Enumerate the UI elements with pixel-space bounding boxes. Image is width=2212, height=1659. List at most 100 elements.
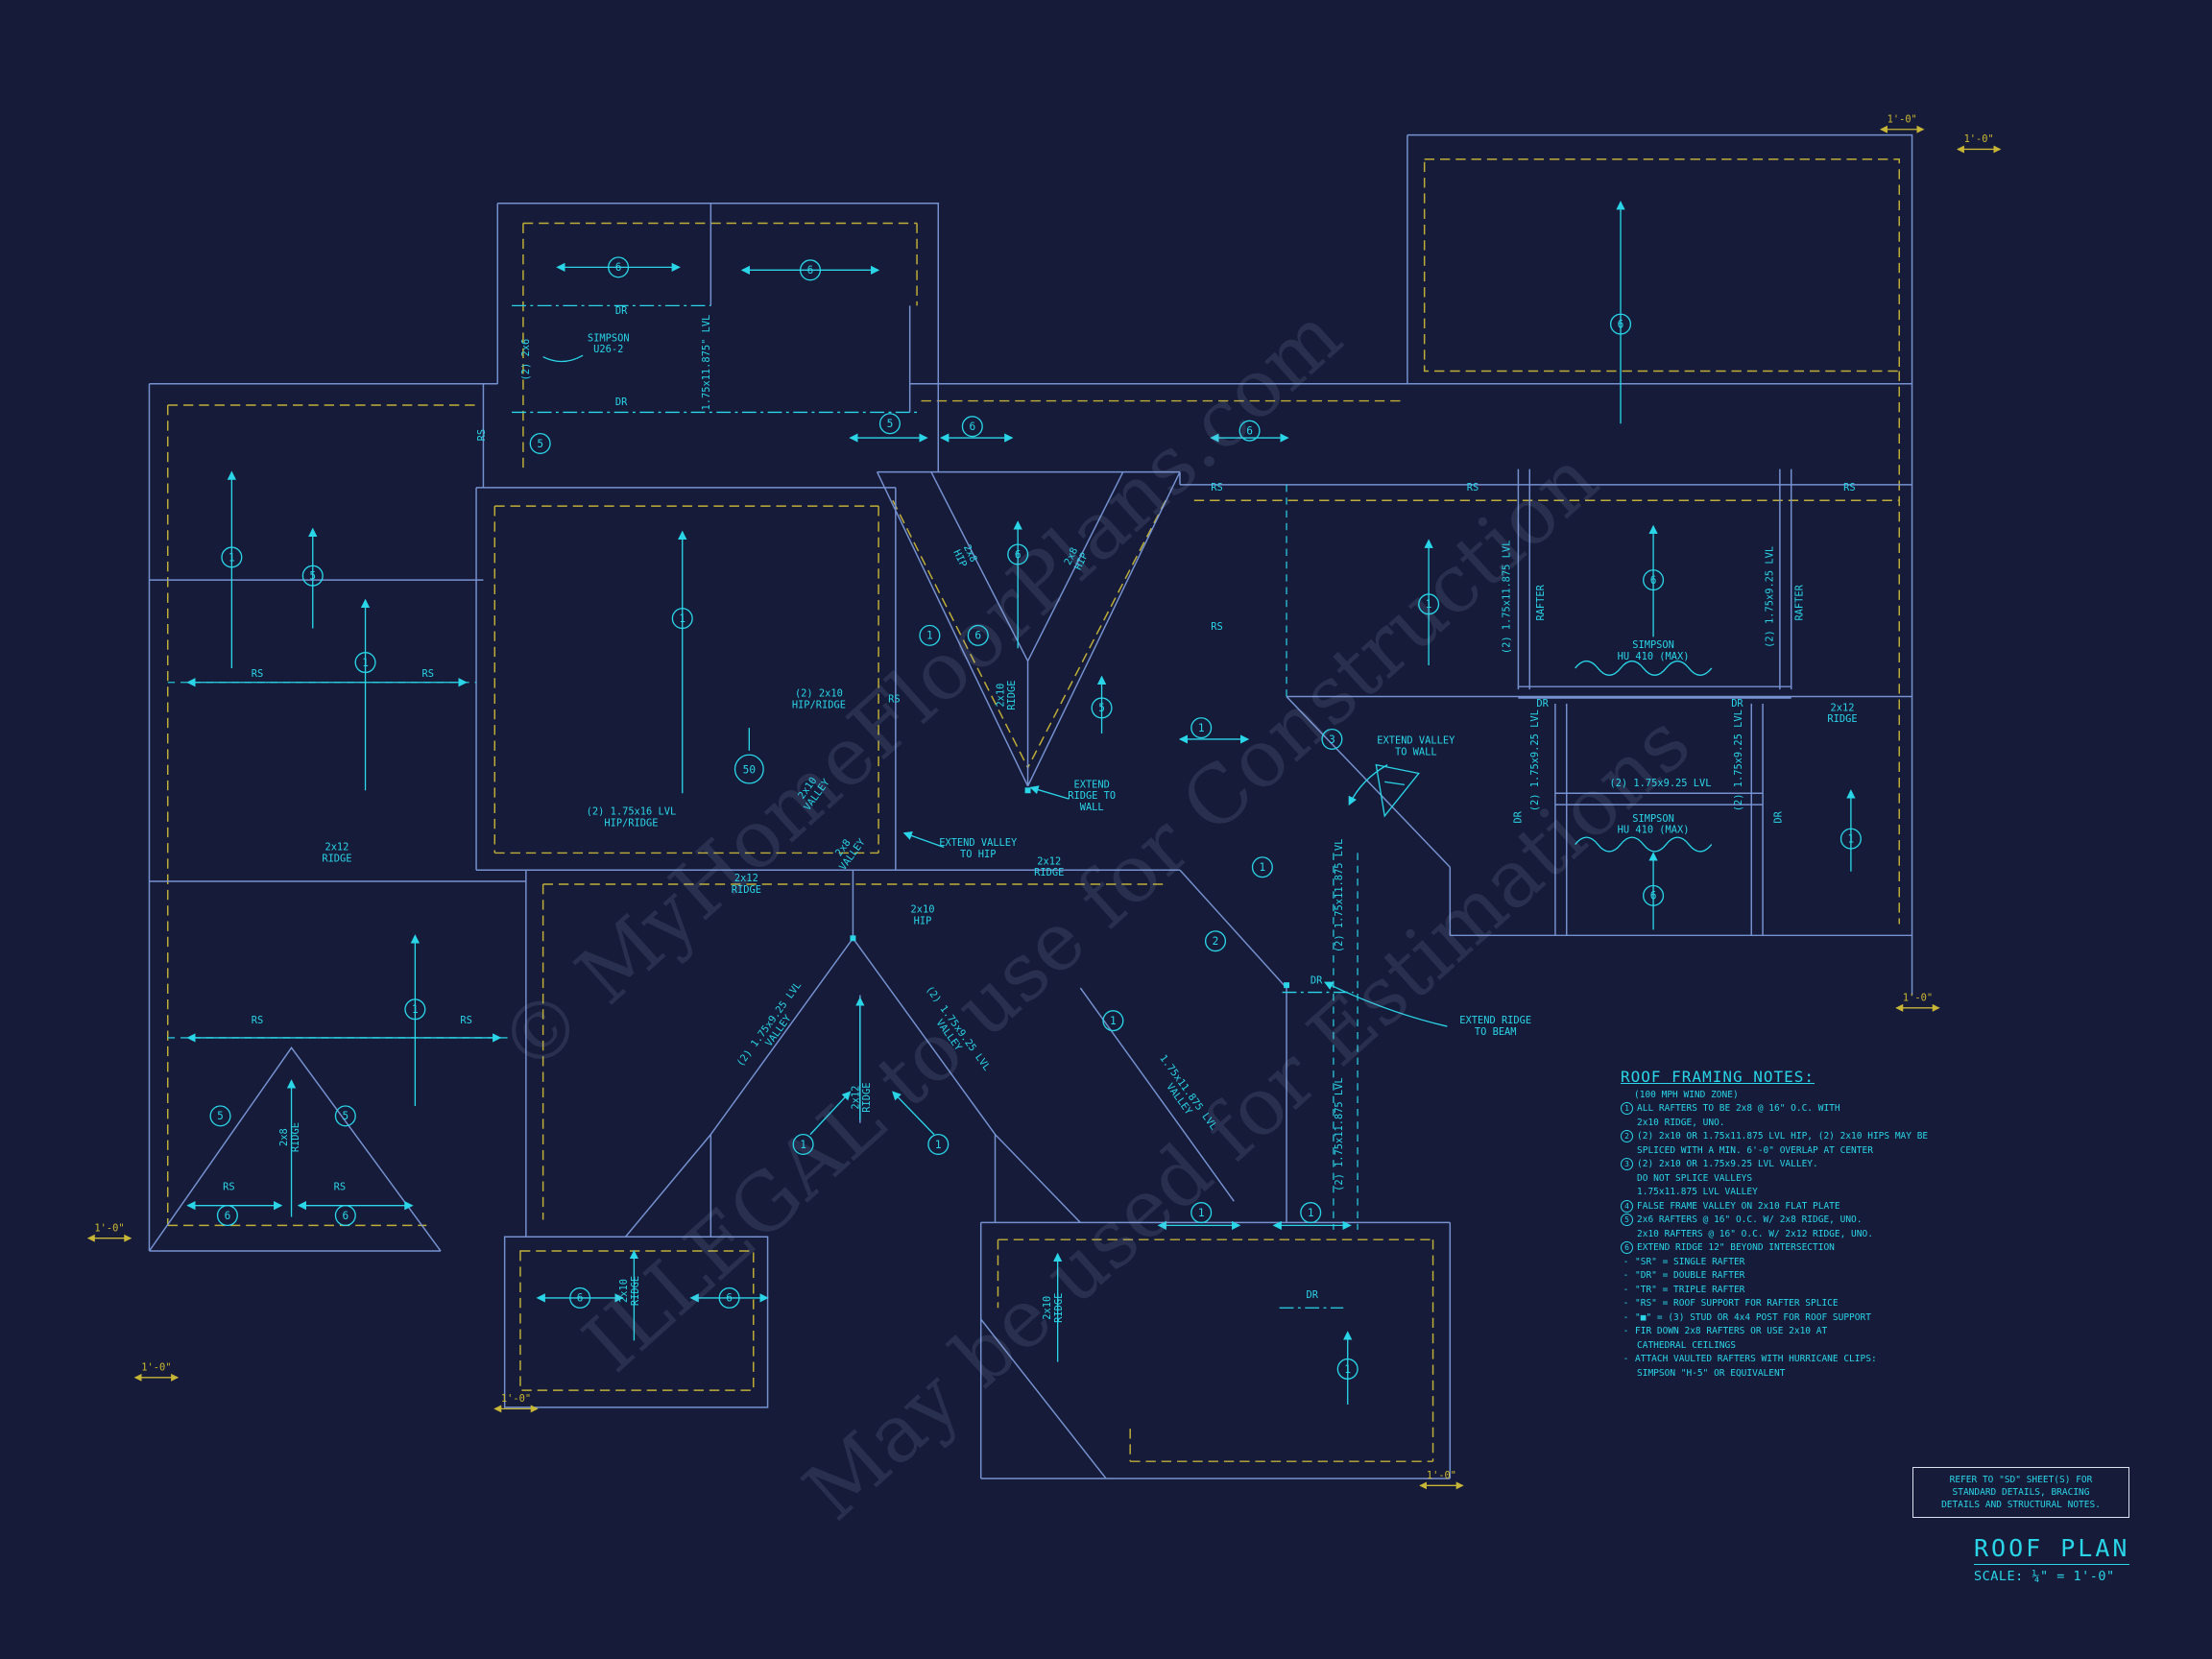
- drawing-label: (2) 1.75x9.25 LVL: [1529, 709, 1541, 811]
- drawing-label: RS: [460, 1015, 471, 1026]
- keynote-number: 6: [225, 1210, 231, 1222]
- keynote-number: 1: [1344, 1363, 1351, 1376]
- keynote-circle: [301, 565, 324, 587]
- keynote-circle: [529, 432, 551, 455]
- drawing-label: DR: [1512, 810, 1524, 823]
- keynote-circle: [1609, 313, 1632, 335]
- note-text: FALSE FRAME VALLEY ON 2x10 FLAT PLATE: [1637, 1200, 1840, 1212]
- watermark-text: © MyHomeFloorPlans.com: [481, 289, 1359, 1093]
- drawing-label: 2x10RIDGE: [995, 680, 1018, 709]
- detail-bubble-number: 50: [743, 764, 756, 777]
- keynote-number: 1: [800, 1139, 806, 1151]
- leader-line: [1029, 785, 1070, 800]
- leader-squiggle: [542, 354, 584, 363]
- keynote-number: 6: [969, 421, 975, 433]
- notes-subtitle: (100 MPH WIND ZONE): [1634, 1090, 1739, 1100]
- keynote-number: 6: [342, 1210, 349, 1222]
- keynote-circle: [1190, 1202, 1213, 1224]
- keynote-circle: [961, 416, 983, 438]
- drawing-label: (2) 1.75x9.25 LVL: [1764, 546, 1775, 648]
- keynote-number: 1: [228, 551, 235, 564]
- note-line: CATHEDRAL CEILINGS: [1621, 1339, 1966, 1354]
- keynote-number: 1: [679, 613, 685, 625]
- note-line: -FIR DOWN 2x8 RAFTERS OR USE 2x10 AT: [1621, 1325, 1966, 1339]
- keynote-number: 1: [1426, 598, 1432, 611]
- note-line: -"TR" = TRIPLE RAFTER: [1621, 1284, 1966, 1298]
- note-dash-bullet: -: [1623, 1284, 1629, 1295]
- leader-line: [1323, 981, 1448, 1027]
- note-text: DO NOT SPLICE VALLEYS: [1637, 1172, 1753, 1184]
- drawing-label: RS: [888, 693, 900, 705]
- sd-note-line: STANDARD DETAILS, BRACING: [1952, 1487, 2090, 1498]
- note-keynote-bullet: 1: [1621, 1102, 1633, 1115]
- keynote-circle: [354, 651, 376, 674]
- roof-framing-notes: ROOF FRAMING NOTES: (100 MPH WIND ZONE) …: [1621, 1068, 1966, 1381]
- note-line: SPLICED WITH A MIN. 6'-0" OVERLAP AT CEN…: [1621, 1144, 1966, 1159]
- drawing-label: DR: [1731, 698, 1743, 709]
- keynote-circle: [1839, 828, 1862, 850]
- annotation-arrows: [186, 201, 1856, 1405]
- note-line: 2x10 RAFTERS @ 16" O.C. W/ 2x12 RIDGE, U…: [1621, 1228, 1966, 1242]
- keynote-circle: [569, 1286, 591, 1309]
- keynote-circle: [1321, 728, 1343, 751]
- keynote-circle: [671, 608, 693, 630]
- sd-reference-note: REFER TO "SD" SHEET(S) FOR STANDARD DETAI…: [1912, 1467, 2129, 1518]
- drawing-label: (2) 1.75x11.875 LVL: [1502, 541, 1513, 655]
- drawing-label: RS: [1467, 482, 1479, 493]
- keynote-circle: [1091, 697, 1113, 719]
- note-text: "TR" = TRIPLE RAFTER: [1635, 1284, 1745, 1295]
- drawing-label: DR: [615, 305, 628, 317]
- drawing-label: 2x10RIDGE: [618, 1276, 641, 1306]
- sheet-title: ROOF PLAN: [1974, 1534, 2130, 1565]
- roof-support-square: [1284, 982, 1290, 989]
- note-line: -"DR" = DOUBLE RAFTER: [1621, 1269, 1966, 1284]
- keynote-circle: [927, 1133, 950, 1156]
- note-line: 2x10 RIDGE, UNO.: [1621, 1117, 1966, 1131]
- slope-arrow: [892, 1091, 935, 1136]
- leader-line: [902, 831, 945, 849]
- wall-lines: [166, 158, 1900, 1462]
- note-text: 2x6 RAFTERS @ 16" O.C. W/ 2x8 RIDGE, UNO…: [1637, 1214, 1863, 1225]
- sd-note-line: REFER TO "SD" SHEET(S) FOR: [1949, 1475, 2093, 1485]
- note-text: ATTACH VAULTED RAFTERS WITH HURRICANE CL…: [1635, 1354, 1877, 1364]
- drawing-label: 1'-0": [1427, 1470, 1456, 1481]
- keynote-number: 1: [362, 657, 369, 669]
- note-dash-bullet: -: [1623, 1354, 1629, 1364]
- keynote-number: 6: [1618, 318, 1624, 330]
- note-text: "■" = (3) STUD OR 4x4 POST FOR ROOF SUPP…: [1635, 1311, 1871, 1323]
- drawing-label: (2) 1.75x9.25 LVL: [1733, 709, 1744, 811]
- note-text: "SR" = SINGLE RAFTER: [1635, 1256, 1745, 1267]
- keynote-circle: [1251, 856, 1273, 878]
- keynote-number: 5: [342, 1110, 349, 1122]
- note-keynote-bullet: 5: [1621, 1214, 1633, 1226]
- dashed-line-path: [167, 484, 1358, 1230]
- valley-detail-triangle: [1375, 763, 1420, 818]
- roof-outlines: [148, 133, 1913, 1479]
- keynote-circle: [1643, 884, 1665, 906]
- drawing-label: RS: [1211, 621, 1222, 633]
- keynote-number: 5: [887, 418, 894, 430]
- note-line: SIMPSON "H-5" OR EQUIVALENT: [1621, 1367, 1966, 1382]
- drawing-label: RS: [1843, 482, 1855, 493]
- keynote-circle: [209, 1105, 231, 1127]
- keynote-number: 5: [1098, 702, 1105, 714]
- note-text: 2x10 RAFTERS @ 16" O.C. W/ 2x12 RIDGE, U…: [1637, 1228, 1873, 1239]
- keynote-circle: [1336, 1358, 1358, 1380]
- keynote-circle: [1190, 717, 1213, 739]
- drawing-label: DR: [1536, 698, 1549, 709]
- keynote-number: 6: [726, 1292, 733, 1305]
- note-dash-bullet: -: [1623, 1298, 1629, 1309]
- keynote-circle: [1007, 543, 1029, 565]
